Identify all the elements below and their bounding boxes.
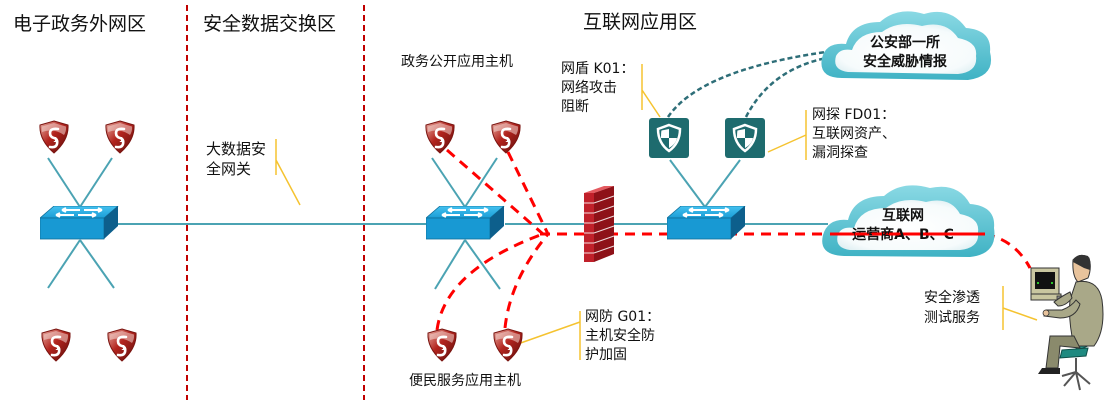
probe-fd01-device-icon[interactable] bbox=[725, 118, 765, 158]
citizen-host-icon[interactable] bbox=[492, 328, 524, 362]
gateway-label: 大数据安 全网关 bbox=[206, 139, 266, 179]
zone-title-data-exchange: 安全数据交换区 bbox=[203, 13, 337, 35]
probe-fd01-label-line3: 漏洞探查 bbox=[812, 145, 868, 161]
guard-g01-label-line3: 护加固 bbox=[585, 347, 627, 363]
firewall-icon[interactable] bbox=[584, 186, 615, 262]
pentester-person-icon[interactable] bbox=[1030, 254, 1104, 391]
threat-intel-cloud-line1: 公安部一所 bbox=[870, 35, 940, 51]
zone-title-extranet: 电子政务外网区 bbox=[13, 13, 147, 35]
gateway-label-line2: 全网关 bbox=[206, 160, 252, 178]
extranet-host-icon[interactable] bbox=[38, 120, 70, 154]
pentest-label-line2: 测试服务 bbox=[924, 310, 980, 326]
public-host-icon[interactable] bbox=[424, 120, 456, 154]
isp-cloud-label: 互联网 运营商A、B、C bbox=[848, 207, 958, 245]
internet-switch-icon[interactable] bbox=[667, 206, 746, 240]
citizen-hosts-label: 便民服务应用主机 bbox=[409, 373, 521, 389]
threat-intel-cloud-label: 公安部一所 安全威胁情报 bbox=[850, 34, 960, 72]
extranet-switch-icon[interactable] bbox=[40, 206, 119, 240]
callout-lines bbox=[275, 64, 1038, 360]
guard-g01-label-line1: 网防 G01： bbox=[585, 309, 661, 325]
probe-fd01-label-line1: 网探 FD01： bbox=[812, 107, 896, 123]
shield-k01-label-line1: 网盾 K01： bbox=[561, 61, 635, 77]
shield-k01-label: 网盾 K01： 网络攻击 阻断 bbox=[561, 60, 634, 117]
shield-k01-label-line2: 网络攻击 bbox=[561, 80, 617, 96]
isp-cloud-icon[interactable] bbox=[822, 185, 995, 257]
gateway-label-line1: 大数据安 bbox=[206, 140, 267, 158]
isp-cloud-line1: 互联网 bbox=[882, 208, 924, 224]
guard-g01-label: 网防 G01： 主机安全防 护加固 bbox=[585, 308, 660, 365]
threat-intel-cloud-line2: 安全威胁情报 bbox=[863, 54, 947, 70]
threat-intel-cloud-icon[interactable] bbox=[821, 11, 992, 80]
extranet-host-icon[interactable] bbox=[104, 120, 136, 154]
extranet-host-icon[interactable] bbox=[106, 328, 138, 362]
zone-title-internet-app: 互联网应用区 bbox=[583, 11, 698, 33]
pentest-label-line1: 安全渗透 bbox=[924, 290, 980, 306]
probe-fd01-label-line2: 互联网资产、 bbox=[812, 126, 896, 142]
threat-intel-links bbox=[666, 50, 827, 118]
shield-k01-device-icon[interactable] bbox=[649, 118, 689, 158]
guard-g01-label-line2: 主机安全防 bbox=[585, 328, 655, 344]
public-hosts-label: 政务公开应用主机 bbox=[401, 54, 513, 70]
pentest-label: 安全渗透 测试服务 bbox=[924, 288, 980, 328]
extranet-host-icon[interactable] bbox=[40, 328, 72, 362]
citizen-host-icon[interactable] bbox=[426, 328, 458, 362]
public-host-icon[interactable] bbox=[490, 120, 522, 154]
shield-k01-label-line3: 阻断 bbox=[561, 99, 589, 115]
app-switch-icon[interactable] bbox=[426, 206, 505, 240]
isp-cloud-line2: 运营商A、B、C bbox=[852, 227, 954, 243]
probe-fd01-label: 网探 FD01： 互联网资产、 漏洞探查 bbox=[812, 106, 896, 163]
